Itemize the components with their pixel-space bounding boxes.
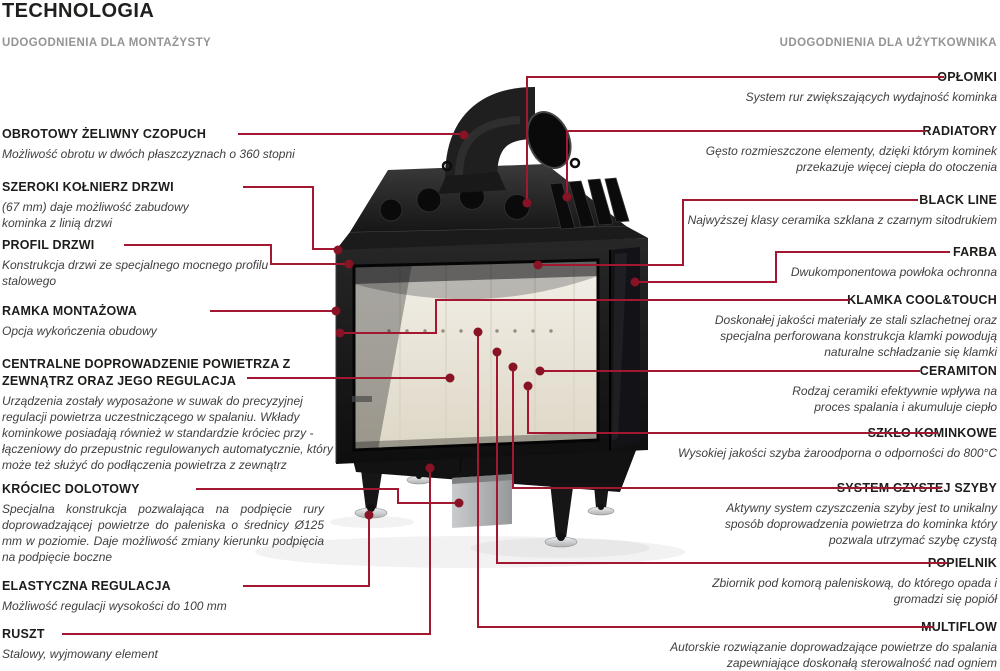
feature-label: KLAMKA COOL&TOUCH (847, 293, 997, 307)
side-glass (609, 247, 640, 450)
air-holes-row (387, 329, 553, 333)
feature-radiatory: RADIATORY Gęsto rozmieszczone elementy, d… (637, 123, 997, 175)
feature-krociec: KRÓCIEC DOLOTOWY Specjalna konstrukcja po… (2, 481, 342, 565)
callout-dot-szklo (523, 381, 533, 391)
callout-dot-blackline (533, 260, 543, 270)
floor-shadow (255, 536, 685, 568)
callout-dot-kolnierz (333, 245, 343, 255)
brand-plate (352, 396, 372, 402)
feature-oplomki: OPŁOMKI System rur zwiększających wydajno… (637, 69, 997, 105)
radiator-fins (549, 177, 630, 230)
feature-label: CERAMITON (919, 364, 997, 378)
callout-dot-ramka (331, 306, 341, 316)
right-column-header: UDOGODNIENIA DLA UŻYTKOWNIKA (779, 37, 997, 49)
left-column-header: UDOGODNIENIA DLA MONTAŻYSTY (2, 37, 212, 49)
callout-dot-ceramiton (535, 366, 545, 376)
callout-line-profil (124, 244, 346, 265)
feature-description: Dwukomponentowa powłoka ochronna (790, 265, 997, 279)
callout-dot-profil (344, 259, 354, 269)
callout-line-popielnik (496, 355, 948, 564)
callout-line-elastyczna (243, 518, 370, 587)
ceramiton-panel-seams (399, 261, 575, 448)
feature-label: SZEROKI KOŁNIERZ DRZWI (2, 180, 174, 194)
callout-dot-czopuch (459, 130, 469, 140)
feature-klamka: KLAMKA COOL&TOUCH Doskonałej jakości mate… (637, 292, 997, 360)
feature-label: ELASTYCZNA REGULACJA (2, 579, 171, 593)
feature-profil: PROFIL DRZWI Konstrukcja drzwi ze specjal… (2, 237, 342, 289)
feature-label: BLACK LINE (919, 193, 997, 207)
feature-centralne: CENTRALNE DOPROWADZENIE POWIETRZA Z ZEWN… (2, 356, 340, 473)
callout-dot-oplomki (522, 198, 532, 208)
callout-line-klamka (343, 299, 849, 334)
lifting-eyelet (441, 160, 453, 172)
feature-label: MULTIFLOW (921, 620, 997, 634)
glass-door (352, 258, 600, 452)
callout-dot-radiatory (562, 192, 572, 202)
feature-description: Wysokiej jakości szyba żaroodporna o odp… (678, 446, 997, 460)
callout-dot-multiflow (473, 327, 483, 337)
callout-dot-farba (630, 277, 640, 287)
callout-line-szklo (527, 389, 937, 434)
page-title: TECHNOLOGIA (2, 0, 155, 22)
floor-shadow (470, 538, 650, 558)
feature-ceramiton: CERAMITON Rodzaj ceramiki efektywnie wpły… (637, 363, 997, 415)
callout-dot-centralne (445, 373, 455, 383)
callout-line-system (512, 370, 941, 489)
callout-line-multiflow (477, 335, 934, 628)
chimney-pipe (438, 87, 572, 194)
feature-ramka: RAMKA MONTAŻOWA Opcja wykończenia obudowy (2, 303, 342, 339)
callout-dot-system (508, 362, 518, 372)
feature-description: Konstrukcja drzwi ze specjalnego mocnego… (2, 258, 269, 288)
feature-label: KRÓCIEC DOLOTOWY (2, 482, 140, 496)
feature-farba: FARBA Dwukomponentowa powłoka ochronna (637, 244, 997, 280)
feature-ruszt: RUSZT Stalowy, wyjmowany element (2, 626, 342, 662)
callout-line-blackline (541, 199, 918, 266)
feature-description: Rodzaj ceramiki efektywnie wpływa na pro… (792, 384, 997, 414)
callout-dot-klamka (335, 328, 345, 338)
feature-label: FARBA (952, 245, 997, 259)
callout-line-ruszt (62, 471, 431, 635)
feature-label: POPIELNIK (927, 556, 997, 570)
feature-description: Aktywny system czyszczenia szyby jest to… (724, 501, 997, 547)
feature-description: Doskonałej jakości materiały ze stali sz… (714, 313, 997, 359)
feature-popielnik: POPIELNIK Zbiornik pod komorą paleniskową… (637, 555, 997, 607)
callout-lines (62, 76, 950, 635)
feature-czopuch: OBROTOWY ŻELIWNY CZOPUCH Możliwość obrotu… (2, 126, 347, 162)
feature-blackline: BLACK LINE Najwyższej klasy ceramika szkl… (637, 192, 997, 228)
feature-description: System rur zwiększających wydajność komi… (745, 90, 997, 104)
feature-description: Zbiornik pod komorą paleniskową, do któr… (712, 576, 997, 606)
feature-label: RUSZT (2, 627, 45, 641)
callout-dot-elastyczna (364, 510, 374, 520)
callout-line-krociec (196, 488, 456, 504)
feature-label: PROFIL DRZWI (2, 238, 95, 252)
feature-description: Możliwość obrotu w dwóch płaszczyznach o… (2, 147, 295, 161)
feature-label: RAMKA MONTAŻOWA (2, 304, 137, 318)
feature-elastyczna: ELASTYCZNA REGULACJA Możliwość regulacji … (2, 578, 342, 614)
callout-line-oplomki (526, 76, 944, 200)
callout-dot-krociec (454, 498, 464, 508)
fireplace-illustration (255, 87, 685, 568)
feature-description: Możliwość regulacji wysokości do 100 mm (2, 599, 227, 613)
callout-dot-ruszt (425, 463, 435, 473)
lifting-eyelet (569, 157, 581, 169)
feature-description: Najwyższej klasy ceramika szklana z czar… (687, 213, 997, 227)
feature-description: Specjalna konstrukcja pozwalająca na pod… (2, 502, 324, 564)
feature-kolnierz: SZEROKI KOŁNIERZ DRZWI (67 mm) daje możli… (2, 179, 342, 231)
feature-description: Gęsto rozmieszczone elementy, dzięki któ… (705, 144, 997, 174)
callout-line-farba (638, 251, 950, 283)
feature-description: (67 mm) daje możliwość zabudowy kominka … (2, 200, 189, 230)
callout-dot-popielnik (492, 347, 502, 357)
feature-description: Stalowy, wyjmowany element (2, 647, 158, 661)
floor-shadow (330, 516, 414, 528)
feature-label: CENTRALNE DOPROWADZENIE POWIETRZA Z ZEWN… (2, 357, 291, 388)
callout-line-radiatory (566, 130, 926, 194)
feature-description: Opcja wykończenia obudowy (2, 324, 157, 338)
feature-label: OBROTOWY ŻELIWNY CZOPUCH (2, 127, 207, 141)
callout-line-kolnierz (243, 186, 335, 250)
feature-label: RADIATORY (922, 124, 997, 138)
feature-label: OPŁOMKI (937, 70, 997, 84)
feature-description: Urządzenia zostały wyposażone w suwak do… (2, 394, 333, 472)
